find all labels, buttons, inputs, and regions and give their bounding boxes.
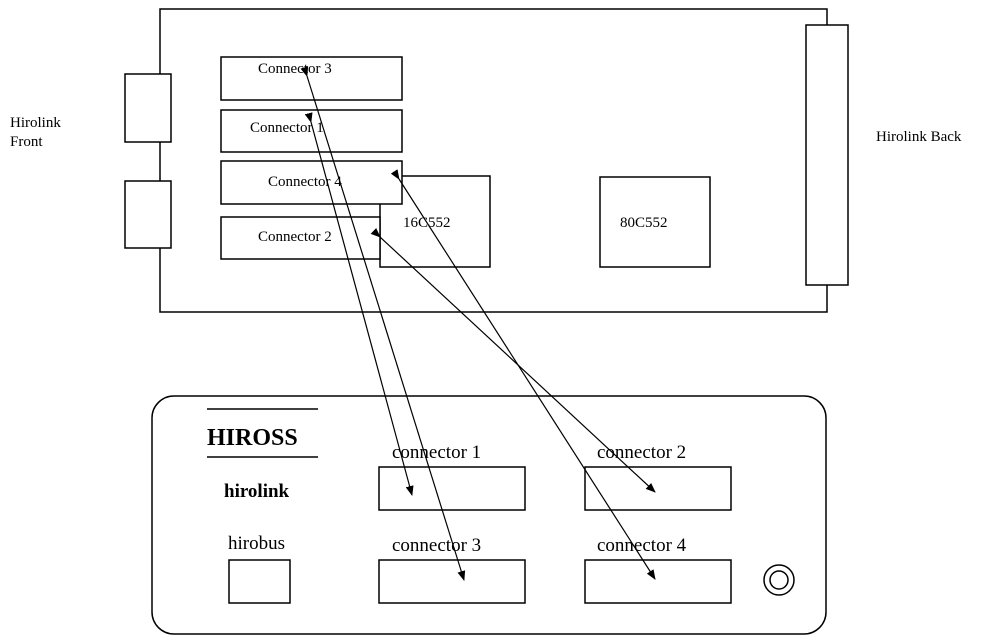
- front-jack-lower: [124, 180, 172, 249]
- hirolink-front-label-line1: Hirolink: [10, 115, 61, 131]
- hirobus-label: hirobus: [228, 533, 285, 554]
- panel-knob-inner: [769, 570, 789, 590]
- chip-80c552-label: 80C552: [620, 215, 668, 231]
- hirolink-back-label: Hirolink Back: [876, 129, 962, 145]
- panel-connector-1-label: connector 1: [392, 442, 481, 463]
- wire-connector-4: [390, 169, 656, 580]
- panel-connector-2-label: connector 2: [597, 442, 686, 463]
- hirolink-front-label-line2: Front: [10, 134, 43, 150]
- panel-connector-4-label: connector 4: [597, 535, 687, 556]
- panel-connector-4: [584, 559, 732, 604]
- brand-logo: HIROSS: [207, 425, 298, 451]
- hirobus-port: [228, 559, 291, 604]
- front-jack-upper: [124, 73, 172, 143]
- product-name: hirolink: [224, 481, 290, 502]
- back-edge-connector: [805, 24, 849, 286]
- panel-connector-1: [378, 466, 526, 511]
- panel-connector-3-label: connector 3: [392, 535, 481, 556]
- board-connector-2-label: Connector 2: [258, 229, 332, 245]
- board-connector-4-label: Connector 4: [268, 174, 342, 190]
- hirolink-front-label: Hirolink Front: [10, 114, 61, 152]
- board-connector-3-label: Connector 3: [258, 61, 332, 77]
- panel-connector-3: [378, 559, 526, 604]
